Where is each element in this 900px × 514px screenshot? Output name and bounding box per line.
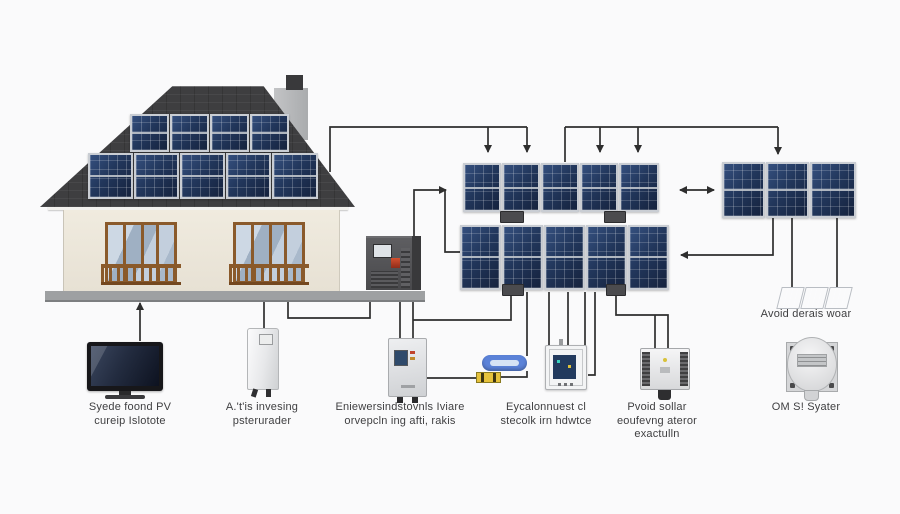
monitoring-buttons — [558, 383, 574, 386]
smart-meter-tab — [804, 390, 819, 401]
rooftop-panel — [272, 153, 318, 199]
controller-led — [410, 351, 415, 354]
monitoring-unit — [545, 345, 587, 390]
array-panel — [502, 225, 543, 290]
annotation-mini-panels: Avoid derais woar — [760, 308, 852, 320]
rooftop-panel — [134, 153, 179, 199]
monitor-antenna — [559, 339, 563, 346]
storage-unit-conduit — [266, 389, 271, 397]
optimizer-label — [660, 367, 670, 373]
inline-fuse — [476, 372, 501, 383]
rooftop-panel — [130, 114, 169, 152]
dc-isolator-window — [490, 360, 519, 366]
distribution-box — [366, 236, 412, 290]
array-panel — [628, 225, 669, 290]
rooftop-panel — [210, 114, 249, 152]
distribution-box-display — [373, 244, 392, 258]
array-panel — [580, 163, 618, 212]
array-panel — [502, 163, 540, 212]
rooftop-panel — [170, 114, 209, 152]
balcony-left — [101, 264, 181, 285]
junction-box — [606, 284, 626, 296]
tv-stand-neck — [119, 391, 131, 395]
tv-display — [87, 342, 163, 391]
tv-stand-base — [105, 395, 145, 399]
controller-foot — [397, 397, 403, 403]
power-optimizer — [640, 348, 690, 390]
storage-inverter-unit — [247, 328, 279, 390]
caption-tv: Syede foond PV cureip Islotote — [88, 401, 172, 427]
junction-box — [500, 211, 524, 223]
array-panel — [463, 163, 501, 212]
array-panel — [619, 163, 659, 212]
array-panel — [460, 225, 501, 290]
ground-bar — [45, 291, 425, 302]
array-panel — [541, 163, 579, 212]
tv-screen-glare — [91, 346, 159, 386]
storage-unit-label — [259, 334, 273, 345]
rooftop-panel — [88, 153, 133, 199]
caption-optimizer: Pvoid sollar eoufevng ateror exactulln — [616, 401, 698, 440]
optimizer-connector — [658, 390, 671, 400]
monitoring-screen — [553, 355, 576, 379]
caption-meter: OM S! Syater — [771, 401, 841, 413]
monitoring-indicator — [557, 360, 560, 363]
array-panel — [544, 225, 585, 290]
distribution-box-louver — [371, 271, 398, 288]
junction-box — [604, 211, 626, 223]
charge-controller — [388, 338, 427, 397]
monitoring-indicator — [568, 365, 571, 368]
controller-led — [410, 357, 415, 360]
caption-storage-unit: A.'t'is invesing psterurader — [225, 401, 299, 427]
array-panel — [586, 225, 627, 290]
optimizer-led — [663, 358, 667, 362]
array-panel — [810, 162, 856, 218]
balcony-right — [229, 264, 309, 285]
caption-controller: Eniewersindstovnls Iviare orvepcln ing a… — [335, 401, 465, 427]
controller-strip — [401, 385, 415, 388]
distribution-box-switch — [391, 258, 400, 268]
chimney-cap — [286, 75, 303, 90]
distribution-box-vent — [401, 248, 410, 288]
rooftop-panel — [180, 153, 225, 199]
distribution-box-side — [412, 236, 421, 290]
controller-foot — [412, 397, 418, 403]
array-panel — [722, 162, 765, 218]
roof-eave — [48, 204, 348, 210]
optimizer-heatsink — [642, 352, 650, 386]
junction-box — [502, 284, 524, 296]
optimizer-heatsink — [680, 352, 688, 386]
array-panel — [766, 162, 809, 218]
dc-isolator — [482, 355, 527, 371]
tv-screen — [91, 346, 159, 386]
rooftop-panel — [226, 153, 271, 199]
smart-meter-label — [797, 354, 827, 367]
controller-display — [394, 350, 408, 366]
rooftop-panel — [250, 114, 289, 152]
caption-monitoring: Eycalonnuest cl stecolk irn hdwtce — [500, 401, 592, 427]
